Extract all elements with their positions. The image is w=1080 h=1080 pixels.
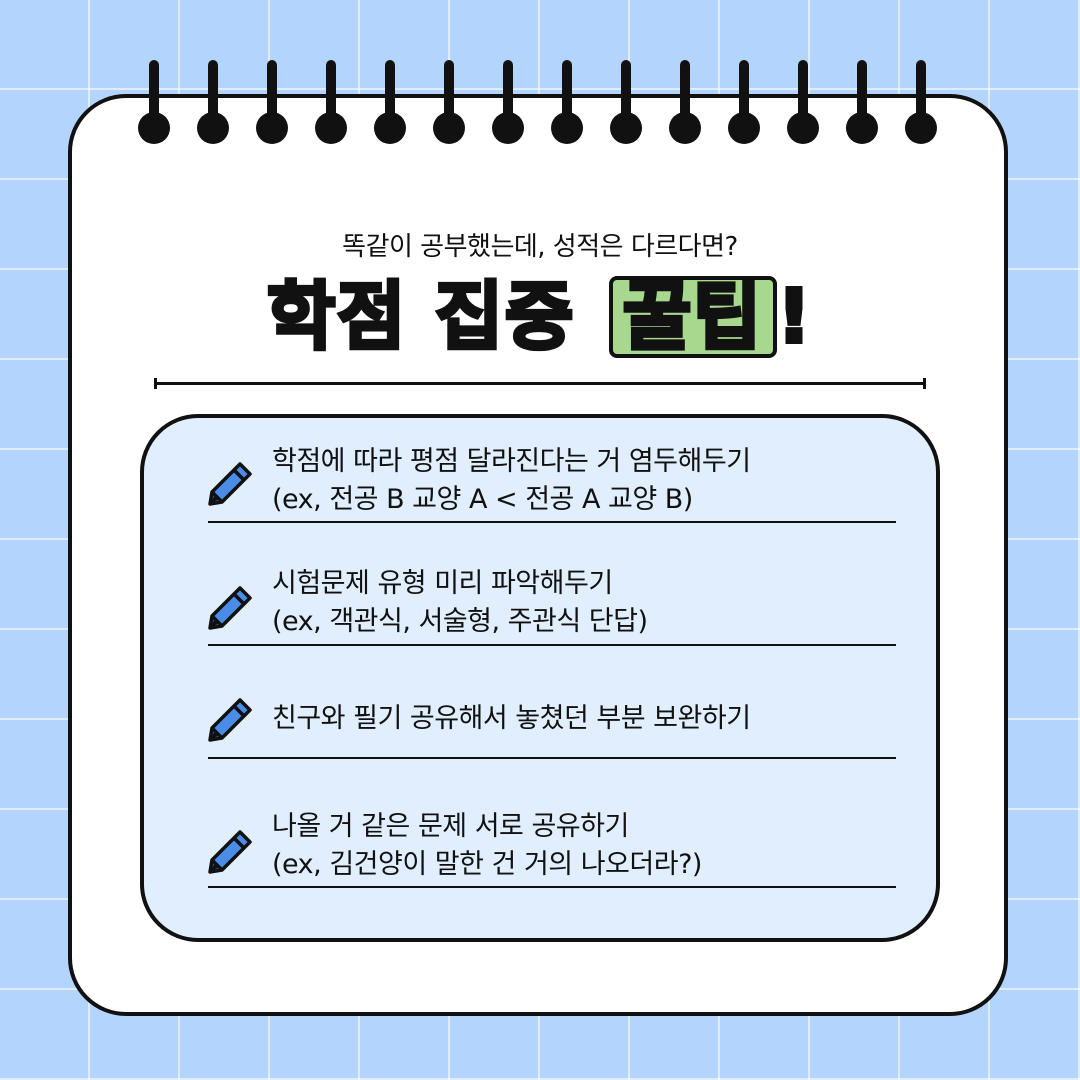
spiral-ring — [314, 60, 348, 146]
underline — [208, 757, 896, 759]
tip-text-line1: 시험문제 유형 미리 파악해두기 — [272, 568, 613, 599]
spiral-ring — [373, 60, 407, 146]
spiral-ring — [491, 60, 525, 146]
tip-text-line1: 학점에 따라 평점 달라진다는 거 염두해두기 — [272, 446, 751, 477]
spiral-ring — [137, 60, 171, 146]
tip-text-line1: 친구와 필기 공유해서 놓쳤던 부분 보완하기 — [272, 703, 751, 734]
title-highlight: 꿀팁 — [608, 274, 778, 360]
spiral-ring — [432, 60, 466, 146]
tip-text-line2: (ex, 객관식, 서술형, 주관식 단답) — [272, 606, 648, 637]
underline — [208, 886, 896, 888]
title-highlight-text: 꿀팁 — [621, 274, 764, 360]
spiral-ring — [668, 60, 702, 146]
subtitle: 똑같이 공부했는데, 성적은 다르다면? — [342, 232, 738, 262]
tip-text-line2: (ex, 김건양이 말한 건 거의 나오더라?) — [272, 849, 702, 880]
spiral-ring — [845, 60, 879, 146]
spiral-binding — [0, 0, 1080, 160]
page-title: 학점 집중 꿀팁! — [0, 272, 1080, 362]
spiral-ring — [727, 60, 761, 146]
title-exclamation: ! — [775, 272, 813, 362]
spiral-ring — [550, 60, 584, 146]
pencil-icon — [208, 698, 252, 742]
pencil-icon — [208, 586, 252, 630]
underline — [208, 644, 896, 646]
tips-panel — [140, 414, 940, 942]
spiral-ring — [196, 60, 230, 146]
divider — [154, 378, 926, 389]
tip-text-line2: (ex, 전공 B 교양 A < 전공 A 교양 B) — [272, 484, 693, 515]
title-text: 학점 집중 — [265, 272, 576, 362]
spiral-ring — [255, 60, 289, 146]
spiral-ring — [904, 60, 938, 146]
tip-text-line1: 나올 거 같은 문제 서로 공유하기 — [272, 811, 629, 842]
pencil-icon — [208, 462, 252, 506]
pencil-icon — [208, 830, 252, 874]
underline — [208, 521, 896, 523]
spiral-ring — [786, 60, 820, 146]
spiral-ring — [609, 60, 643, 146]
